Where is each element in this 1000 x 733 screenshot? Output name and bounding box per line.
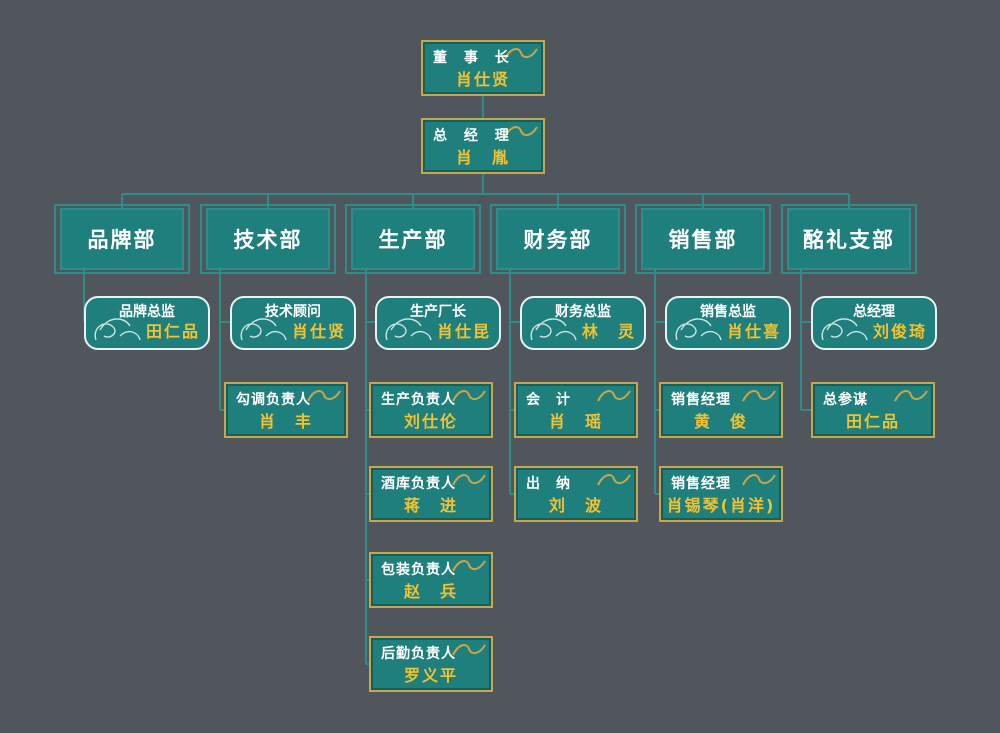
member-name: 黄 俊 [693, 412, 748, 431]
chairman-name: 肖仕贤 [455, 70, 510, 89]
department-frame [490, 204, 626, 274]
department-frame [200, 204, 336, 274]
lead-title: 财务总监 [555, 304, 611, 320]
department-name: 生产部 [378, 227, 448, 252]
department-frame [781, 204, 917, 274]
member-title: 生产负责人 [381, 392, 456, 408]
member-title: 总参谋 [823, 392, 868, 408]
member-title: 销售经理 [671, 476, 731, 492]
member-title: 勾调负责人 [236, 392, 311, 408]
cloud-ornament-icon [94, 318, 141, 341]
lead-title: 技术顾问 [265, 304, 321, 320]
department-lead-card: 技术顾问肖仕贤 [230, 296, 356, 350]
member-name: 肖 丰 [258, 412, 313, 431]
member-card: 会 计肖 瑶 [514, 382, 638, 438]
department-name: 销售部 [668, 227, 738, 252]
member-name: 肖 瑶 [548, 412, 603, 431]
member-name: 赵 兵 [403, 582, 458, 601]
department-box: 销售部 [635, 204, 771, 274]
swirl-ornament-icon [742, 390, 776, 402]
member-card: 后勤负责人罗义平 [369, 636, 493, 692]
swirl-ornament-icon [597, 474, 631, 486]
department-lead-card: 销售总监肖仕喜 [665, 296, 791, 350]
member-name: 罗义平 [403, 666, 458, 685]
member-name: 蒋 进 [403, 496, 458, 515]
department-name: 技术部 [233, 227, 303, 252]
member-card: 勾调负责人肖 丰 [224, 382, 348, 438]
lead-title: 销售总监 [700, 304, 756, 320]
member-title: 酒库负责人 [381, 476, 456, 492]
lead-name: 肖仕昆 [436, 322, 491, 341]
department-lead-card: 财务总监林 灵 [520, 296, 646, 350]
lead-title: 生产厂长 [410, 304, 466, 320]
department-lead-card: 品牌总监田仁品 [84, 296, 210, 350]
member-card: 包装负责人赵 兵 [369, 552, 493, 608]
member-card: 生产负责人刘仕伦 [369, 382, 493, 438]
cloud-ornament-icon [530, 318, 577, 341]
swirl-ornament-icon [452, 644, 486, 656]
member-card: 出 纳刘 波 [514, 466, 638, 522]
gm-card: 总 经 理 肖 胤 [421, 118, 545, 174]
department-frame [345, 204, 481, 274]
lead-title: 品牌总监 [119, 304, 175, 320]
swirl-ornament-icon [452, 390, 486, 402]
chairman-title: 董 事 长 [433, 50, 515, 66]
gm-name: 肖 胤 [455, 148, 510, 167]
member-name: 刘 波 [548, 496, 603, 515]
member-card: 总参谋田仁品 [811, 382, 935, 438]
gm-title: 总 经 理 [433, 128, 515, 144]
swirl-ornament-icon [452, 474, 486, 486]
swirl-ornament-icon [452, 560, 486, 572]
department-frame [54, 204, 190, 274]
member-title: 会 计 [526, 392, 571, 408]
cloud-ornament-icon [675, 318, 722, 341]
swirl-ornament-icon [504, 48, 538, 60]
member-title: 后勤负责人 [381, 646, 456, 662]
lead-name: 肖仕贤 [291, 322, 346, 341]
member-name: 田仁品 [845, 412, 900, 431]
member-title: 包装负责人 [381, 562, 456, 578]
lead-name: 田仁品 [145, 322, 200, 341]
member-card: 销售经理黄 俊 [659, 382, 783, 438]
member-name: 肖锡琴(肖洋) [666, 496, 776, 515]
lead-name: 肖仕喜 [726, 322, 781, 341]
swirl-ornament-icon [307, 390, 341, 402]
department-frame [635, 204, 771, 274]
member-card: 销售经理肖锡琴(肖洋) [659, 466, 783, 522]
department-name: 酩礼支部 [803, 227, 895, 252]
department-lead-card: 总经理刘俊琦 [811, 296, 937, 350]
department-lead-card: 生产厂长肖仕昆 [375, 296, 501, 350]
chairman-card: 董 事 长 肖仕贤 [421, 40, 545, 96]
department-box: 技术部 [200, 204, 336, 274]
cloud-ornament-icon [240, 318, 287, 341]
department-box: 生产部 [345, 204, 481, 274]
cloud-ornament-icon [385, 318, 432, 341]
member-title: 销售经理 [671, 392, 731, 408]
department-name: 财务部 [523, 227, 593, 252]
swirl-ornament-icon [742, 474, 776, 486]
department-box: 财务部 [490, 204, 626, 274]
swirl-ornament-icon [597, 390, 631, 402]
swirl-ornament-icon [894, 390, 928, 402]
member-title: 出 纳 [526, 476, 571, 492]
department-box: 品牌部 [54, 204, 190, 274]
member-name: 刘仕伦 [403, 412, 458, 431]
lead-name: 林 灵 [581, 322, 636, 341]
cloud-ornament-icon [821, 318, 868, 341]
member-card: 酒库负责人蒋 进 [369, 466, 493, 522]
department-box: 酩礼支部 [781, 204, 917, 274]
lead-name: 刘俊琦 [872, 322, 927, 341]
lead-title: 总经理 [853, 304, 895, 320]
department-name: 品牌部 [87, 227, 157, 252]
swirl-ornament-icon [504, 126, 538, 138]
